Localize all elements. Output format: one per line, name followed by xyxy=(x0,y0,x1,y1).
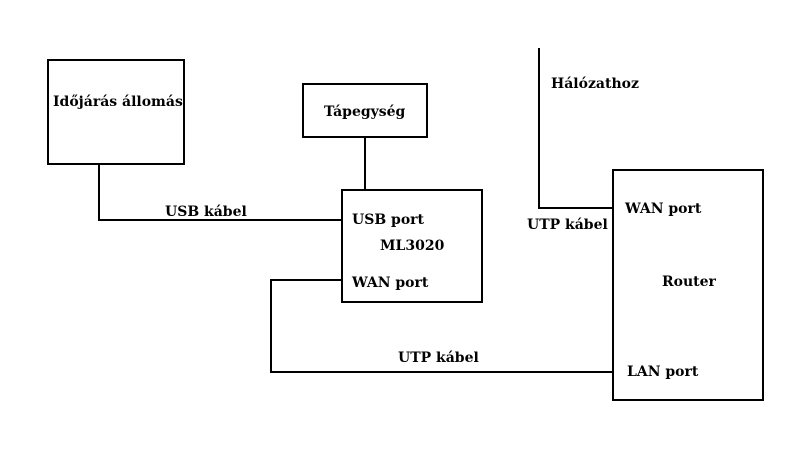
router-box xyxy=(612,169,764,401)
to-network-label: Hálózathoz xyxy=(551,76,639,92)
weather-station-box xyxy=(47,59,185,165)
usb-cable-line xyxy=(98,164,342,221)
router-lan-port-label: LAN port xyxy=(627,364,699,380)
utp-cable-label-wan: UTP kábel xyxy=(527,217,608,233)
ml3020-box xyxy=(341,189,483,303)
usb-cable-label: USB kábel xyxy=(165,204,247,220)
weather-station-label: Időjárás állomás xyxy=(53,94,183,110)
ml3020-name-label: ML3020 xyxy=(380,238,445,254)
ml3020-wan-port-label: WAN port xyxy=(351,275,429,291)
router-wan-port-label: WAN port xyxy=(624,201,702,217)
power-supply-box xyxy=(302,83,428,138)
utp-cable-line-lan xyxy=(270,279,613,373)
router-name-label: Router xyxy=(662,274,717,290)
utp-cable-label-lan: UTP kábel xyxy=(398,350,479,366)
utp-cable-line-wan xyxy=(538,48,613,209)
ml3020-usb-port-label: USB port xyxy=(352,212,425,228)
power-supply-label: Tápegység xyxy=(324,104,406,120)
